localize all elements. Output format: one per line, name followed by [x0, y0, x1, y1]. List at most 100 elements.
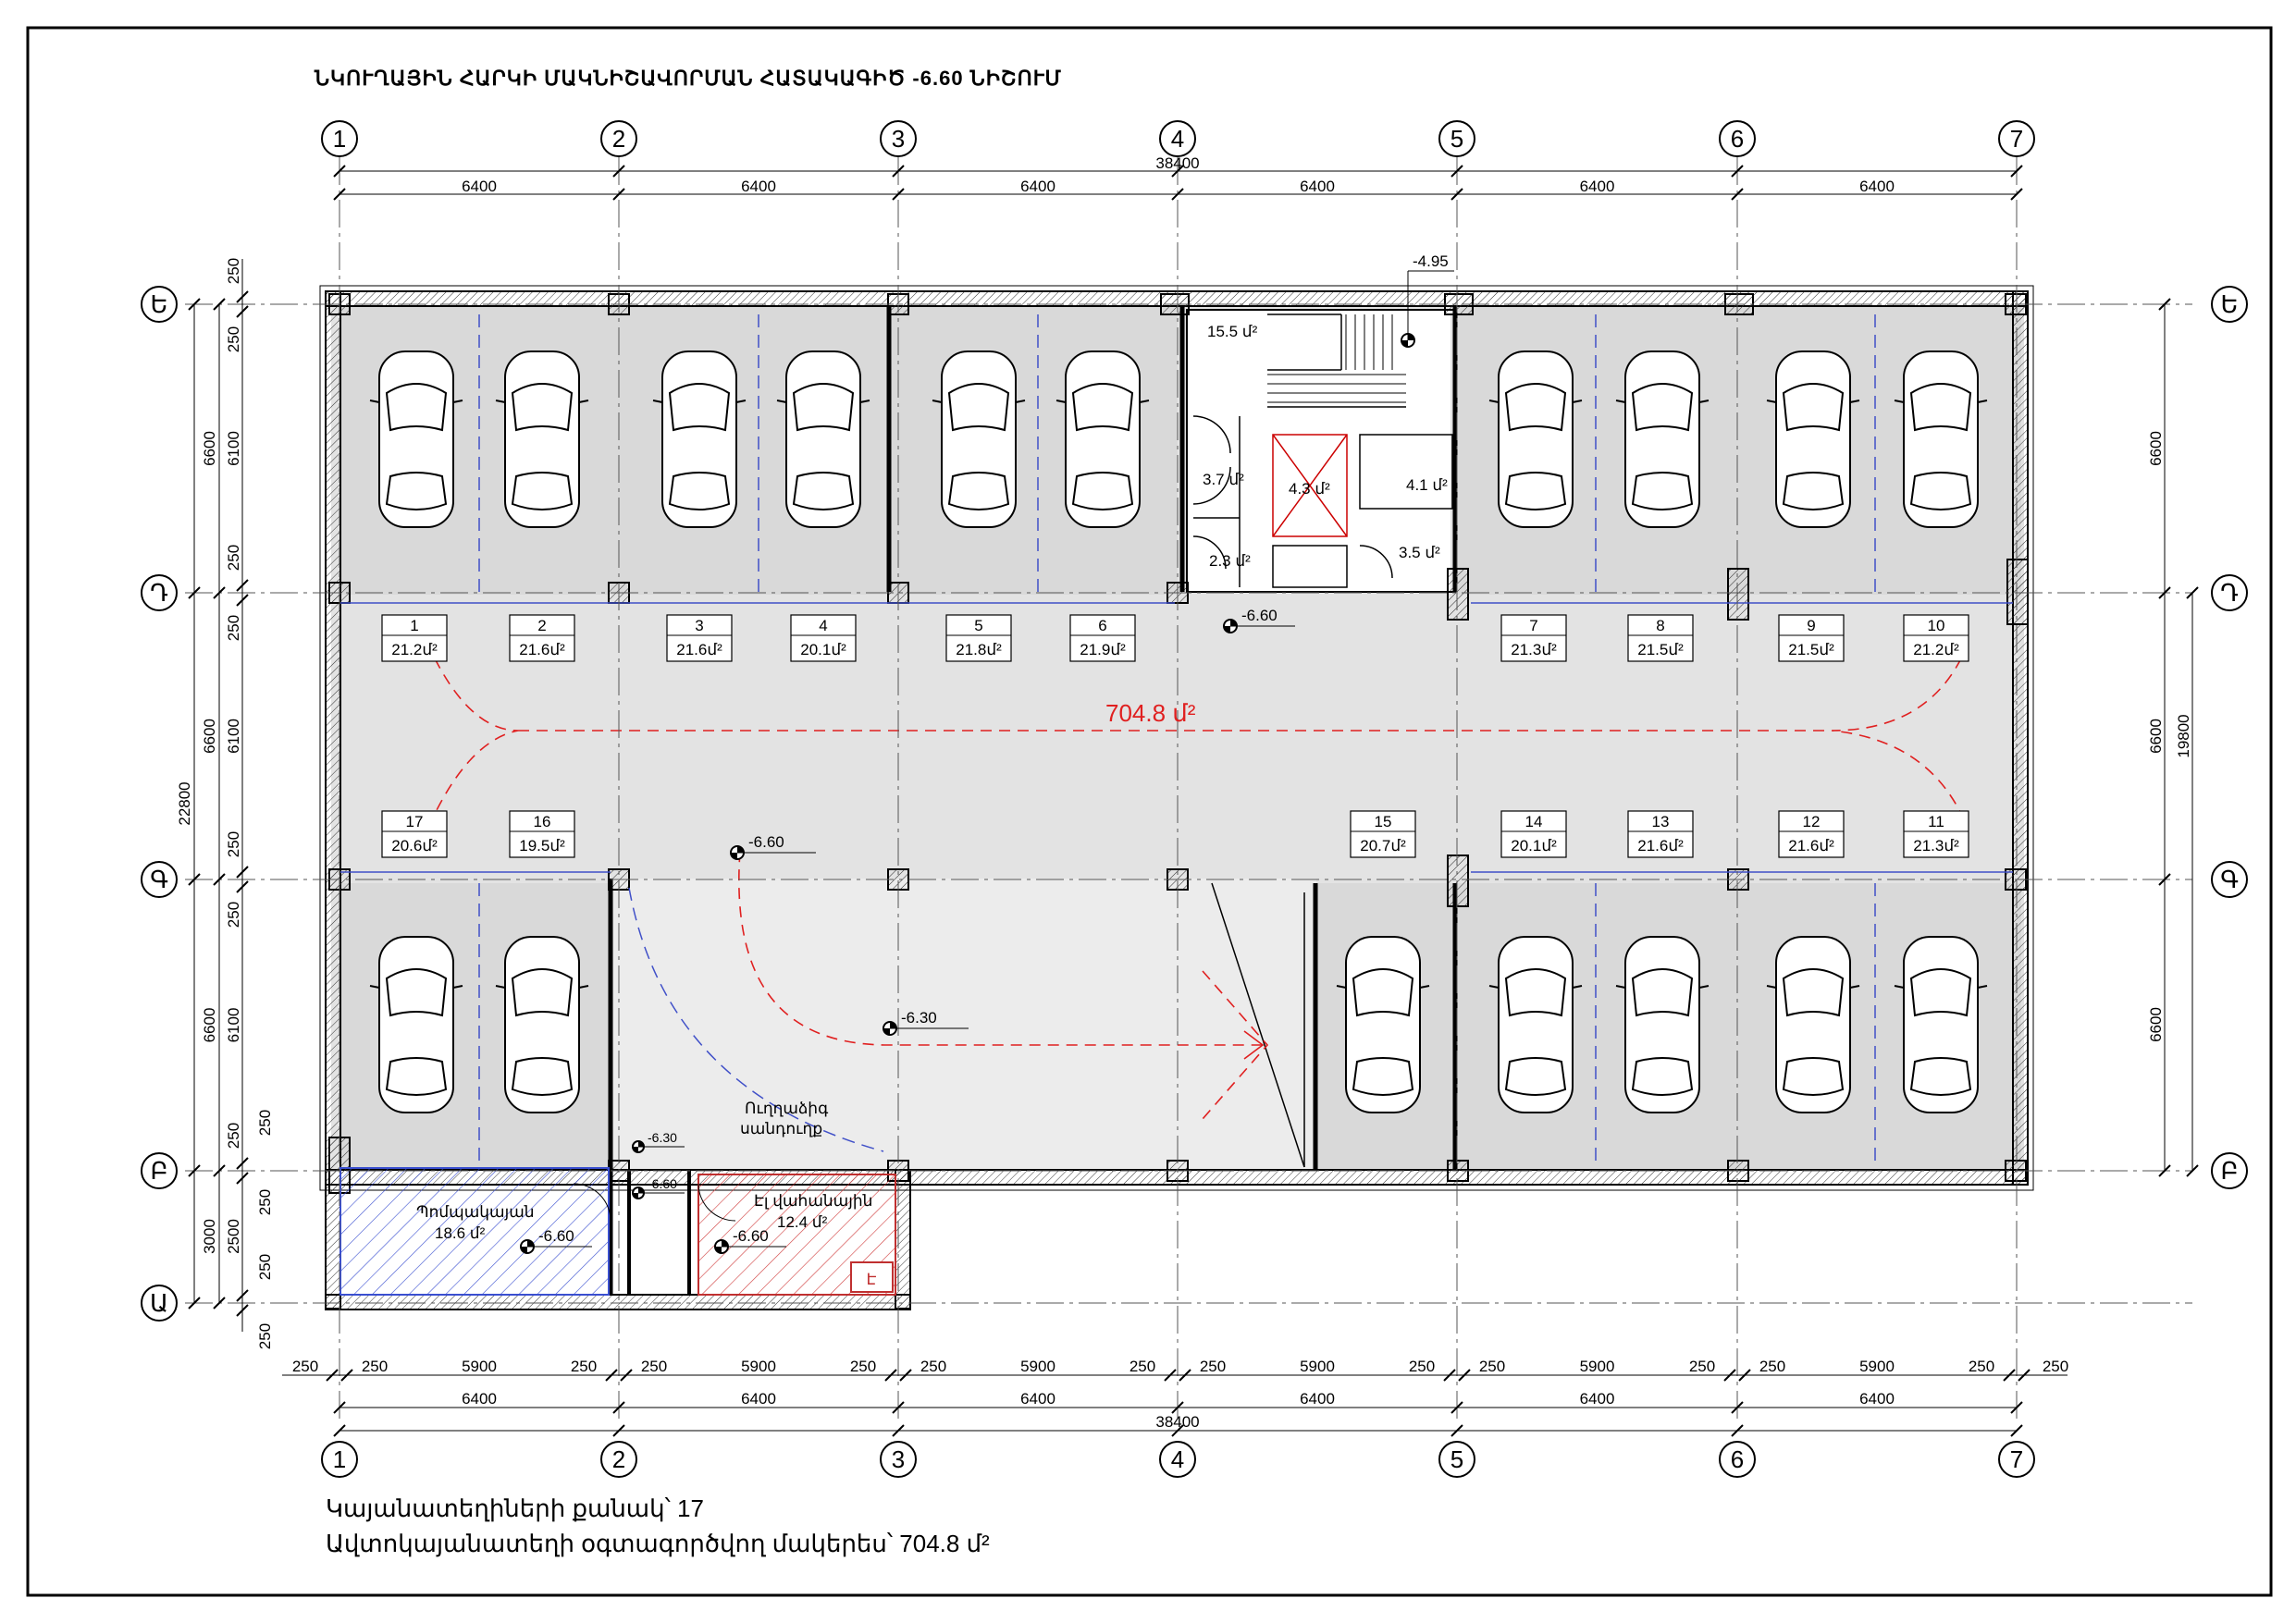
stair-core	[1192, 314, 1453, 588]
dim-250-bottom: 250	[1689, 1358, 1715, 1375]
dim-left-250: 250	[225, 1123, 242, 1149]
sheet-frame	[26, 26, 2273, 1597]
parking-spot-area: 21.9մ²	[1080, 641, 1126, 658]
parking-spot-number: 8	[1656, 617, 1664, 634]
axis-bubble-Ե-left: Ե	[141, 286, 178, 323]
axis-bubble-1-top: 1	[321, 120, 358, 157]
dim-right-6600: 6600	[2147, 719, 2165, 754]
dim-left-6600: 6600	[201, 431, 218, 466]
axis-bubble-6-top: 6	[1719, 120, 1756, 157]
dim-bay-top: 6400	[1859, 178, 1895, 195]
dim-left-6100: 6100	[225, 719, 242, 754]
axis-bubble-Գ-left: Գ	[141, 861, 178, 898]
parking-total-area: 704.8 մ²	[1105, 699, 1196, 727]
parking-spot-area: 21.6մ²	[519, 641, 565, 658]
car-bottom-6	[1766, 936, 1860, 1113]
car-top-8	[1615, 350, 1710, 528]
car-top-2	[495, 350, 589, 528]
dim-5900-bottom: 5900	[1020, 1358, 1055, 1375]
axis-bubble-Դ-left: Դ	[141, 574, 178, 611]
dim-bay-bottom: 6400	[1020, 1390, 1055, 1408]
parking-spot-8: 821.5մ²	[1627, 614, 1694, 662]
parking-spot-2: 2 21.6մ²	[509, 614, 575, 662]
level-mark-660-e: -6.60	[714, 1227, 786, 1254]
wc-b-area-label: 3.5 մ²	[1399, 544, 1440, 561]
dim-5900-bottom: 5900	[1580, 1358, 1615, 1375]
car-bottom-7	[1894, 936, 1988, 1113]
parking-spot-5: 521.8մ²	[945, 614, 1012, 662]
dimension-lines	[188, 165, 2199, 1437]
parking-spot-area: 20.1մ²	[1511, 837, 1557, 855]
parking-spot-number: 12	[1803, 813, 1821, 830]
dim-left-250-top: 250	[225, 258, 242, 284]
dim-5900-bottom: 5900	[1859, 1358, 1895, 1375]
level-mark-630-b: -6.30	[632, 1130, 685, 1153]
electric-panel-mark: Է	[867, 1271, 877, 1288]
svg-text:Ե: Ե	[2220, 290, 2238, 318]
axis-bubble-4-bottom: 4	[1159, 1441, 1196, 1478]
dim-left-250: 250	[256, 1110, 274, 1136]
dim-250-bottom: 250	[1479, 1358, 1505, 1375]
dim-left-250: 250	[225, 545, 242, 571]
shaft-label-1: Ուղղաձիգ	[745, 1100, 829, 1117]
dim-250-bottom: 250	[1969, 1358, 1994, 1375]
parking-spot-4: 420.1մ²	[790, 614, 857, 662]
parking-spot-labels: 121.2մ²221.6մ²321.6մ²420.1մ²521.8մ²621.9…	[381, 614, 1969, 858]
car-bottom-4	[1488, 936, 1583, 1113]
level-mark-660-b: -6.60	[730, 833, 816, 860]
svg-text:-6.30: -6.30	[648, 1130, 677, 1145]
svg-text:3: 3	[892, 125, 905, 153]
parking-spot-number: 10	[1928, 617, 1945, 634]
parking-spot-area: 21.6մ²	[1788, 837, 1834, 855]
svg-text:3: 3	[892, 1445, 905, 1473]
axis-bubble-5-bottom: 5	[1438, 1441, 1475, 1478]
axis-bubble-6-bottom: 6	[1719, 1441, 1756, 1478]
parking-spot-number: 14	[1525, 813, 1543, 830]
axis-bubble-Ե-right: Ե	[2211, 286, 2248, 323]
electric-room-name: Էլ վահանային	[754, 1192, 872, 1210]
wc-a-area-label: 4.1 մ²	[1406, 476, 1448, 494]
parking-spot-area: 21.6մ²	[1637, 837, 1684, 855]
axis-bubble-3-bottom: 3	[880, 1441, 917, 1478]
svg-text:6: 6	[1731, 1445, 1744, 1473]
parking-spot-area: 21.8մ²	[956, 641, 1002, 658]
dim-left-6100: 6100	[225, 431, 242, 466]
dim-left-250: 250	[225, 326, 242, 352]
dim-5900-bottom: 5900	[741, 1358, 776, 1375]
parking-spot-6: 621.9մ²	[1069, 614, 1136, 662]
dim-right-6600: 6600	[2147, 431, 2165, 466]
dim-250-bottom: 250	[362, 1358, 388, 1375]
dim-250-bottom: 250	[1129, 1358, 1155, 1375]
vestibule-area-label: 3.7 մ²	[1203, 471, 1244, 488]
car-bottom-3	[1336, 936, 1430, 1113]
car-top-10	[1894, 350, 1988, 528]
dim-250-edge-left: 250	[292, 1358, 318, 1375]
svg-text:7: 7	[2010, 1445, 2023, 1473]
axis-bubble-1-bottom: 1	[321, 1441, 358, 1478]
pump-room-name: Պոմպակայան	[416, 1203, 535, 1221]
dim-left-250: 250	[225, 615, 242, 641]
pump-room-area: 18.6 մ²	[435, 1224, 486, 1242]
axis-bubble-Դ-right: Դ	[2211, 574, 2248, 611]
svg-text:Բ: Բ	[150, 1157, 167, 1185]
electric-room-area: 12.4 մ²	[777, 1213, 828, 1231]
spot-count-note: Կայանատեղիների քանակ՝ 17	[326, 1494, 704, 1522]
dim-250-bottom: 250	[1200, 1358, 1226, 1375]
svg-text:-6.60: -6.60	[748, 833, 784, 851]
parking-spot-number: 3	[695, 617, 703, 634]
dim-bay-bottom: 6400	[462, 1390, 497, 1408]
dim-left-250: 250	[225, 902, 242, 928]
parking-spot-number: 2	[537, 617, 546, 634]
dim-left-250: 250	[256, 1254, 274, 1280]
parking-spot-number: 1	[410, 617, 418, 634]
axis-bubble-Բ-left: Բ	[141, 1152, 178, 1189]
parking-spot-number: 9	[1807, 617, 1815, 634]
axis-bubble-2-top: 2	[600, 120, 637, 157]
car-top-7	[1488, 350, 1583, 528]
svg-text:Գ: Գ	[2220, 866, 2239, 893]
svg-text:-4.95: -4.95	[1413, 252, 1449, 270]
svg-text:4: 4	[1171, 125, 1184, 153]
